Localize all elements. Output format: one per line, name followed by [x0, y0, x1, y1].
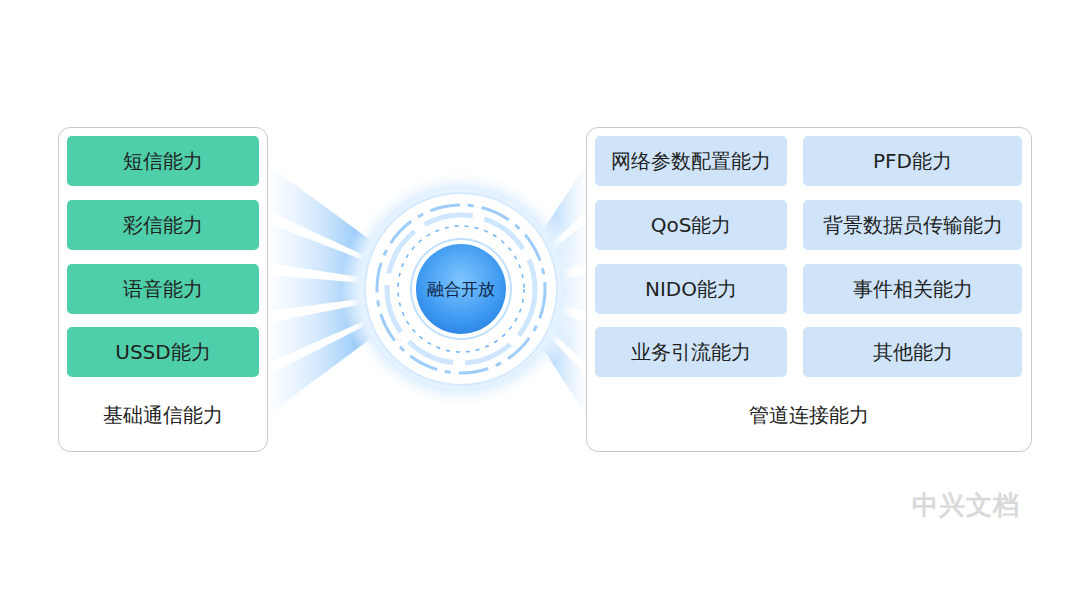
capability-box: PFD能力	[803, 136, 1022, 186]
box-label: 语音能力	[123, 276, 203, 303]
capability-box: 网络参数配置能力	[595, 136, 787, 186]
group-panel: 管道连接能力 网络参数配置能力 PFD能力 QoS能力 背景数据员传输能力 NIDO能力 事…	[586, 127, 1032, 452]
box-label: 彩信能力	[123, 212, 203, 239]
box-label: 融合开放	[427, 278, 495, 301]
capability-box: 短信能力	[67, 136, 259, 186]
capability-box: 其他能力	[803, 327, 1022, 377]
halo	[341, 169, 581, 409]
capability-box: 语音能力	[67, 264, 259, 314]
panel-title: 管道连接能力	[587, 402, 1031, 429]
box-label: 业务引流能力	[631, 339, 751, 366]
inner-ring	[387, 215, 535, 363]
box-label: 网络参数配置能力	[611, 148, 771, 175]
box-label: 其他能力	[873, 339, 953, 366]
box-label: 短信能力	[123, 148, 203, 175]
box-label: NIDO能力	[645, 276, 737, 303]
panel-title: 基础通信能力	[59, 402, 267, 429]
capability-box: QoS能力	[595, 200, 787, 250]
capability-box: 业务引流能力	[595, 327, 787, 377]
outer-ring	[365, 193, 557, 385]
capability-box: NIDO能力	[595, 264, 787, 314]
watermark: 中兴文档	[912, 488, 1020, 523]
box-label: USSD能力	[115, 339, 210, 366]
box-label: QoS能力	[651, 212, 732, 239]
box-label: 事件相关能力	[853, 276, 973, 303]
capability-box: USSD能力	[67, 327, 259, 377]
dot-ring	[398, 226, 524, 352]
dash-ring	[377, 205, 545, 373]
box-label: 背景数据员传输能力	[823, 212, 1003, 239]
capability-box: 事件相关能力	[803, 264, 1022, 314]
capability-box: 彩信能力	[67, 200, 259, 250]
box-label: PFD能力	[873, 148, 952, 175]
center-circle: 融合开放	[416, 244, 506, 334]
group-panel: 基础通信能力短信能力彩信能力语音能力 USSD能力	[58, 127, 268, 452]
capability-box: 背景数据员传输能力	[803, 200, 1022, 250]
